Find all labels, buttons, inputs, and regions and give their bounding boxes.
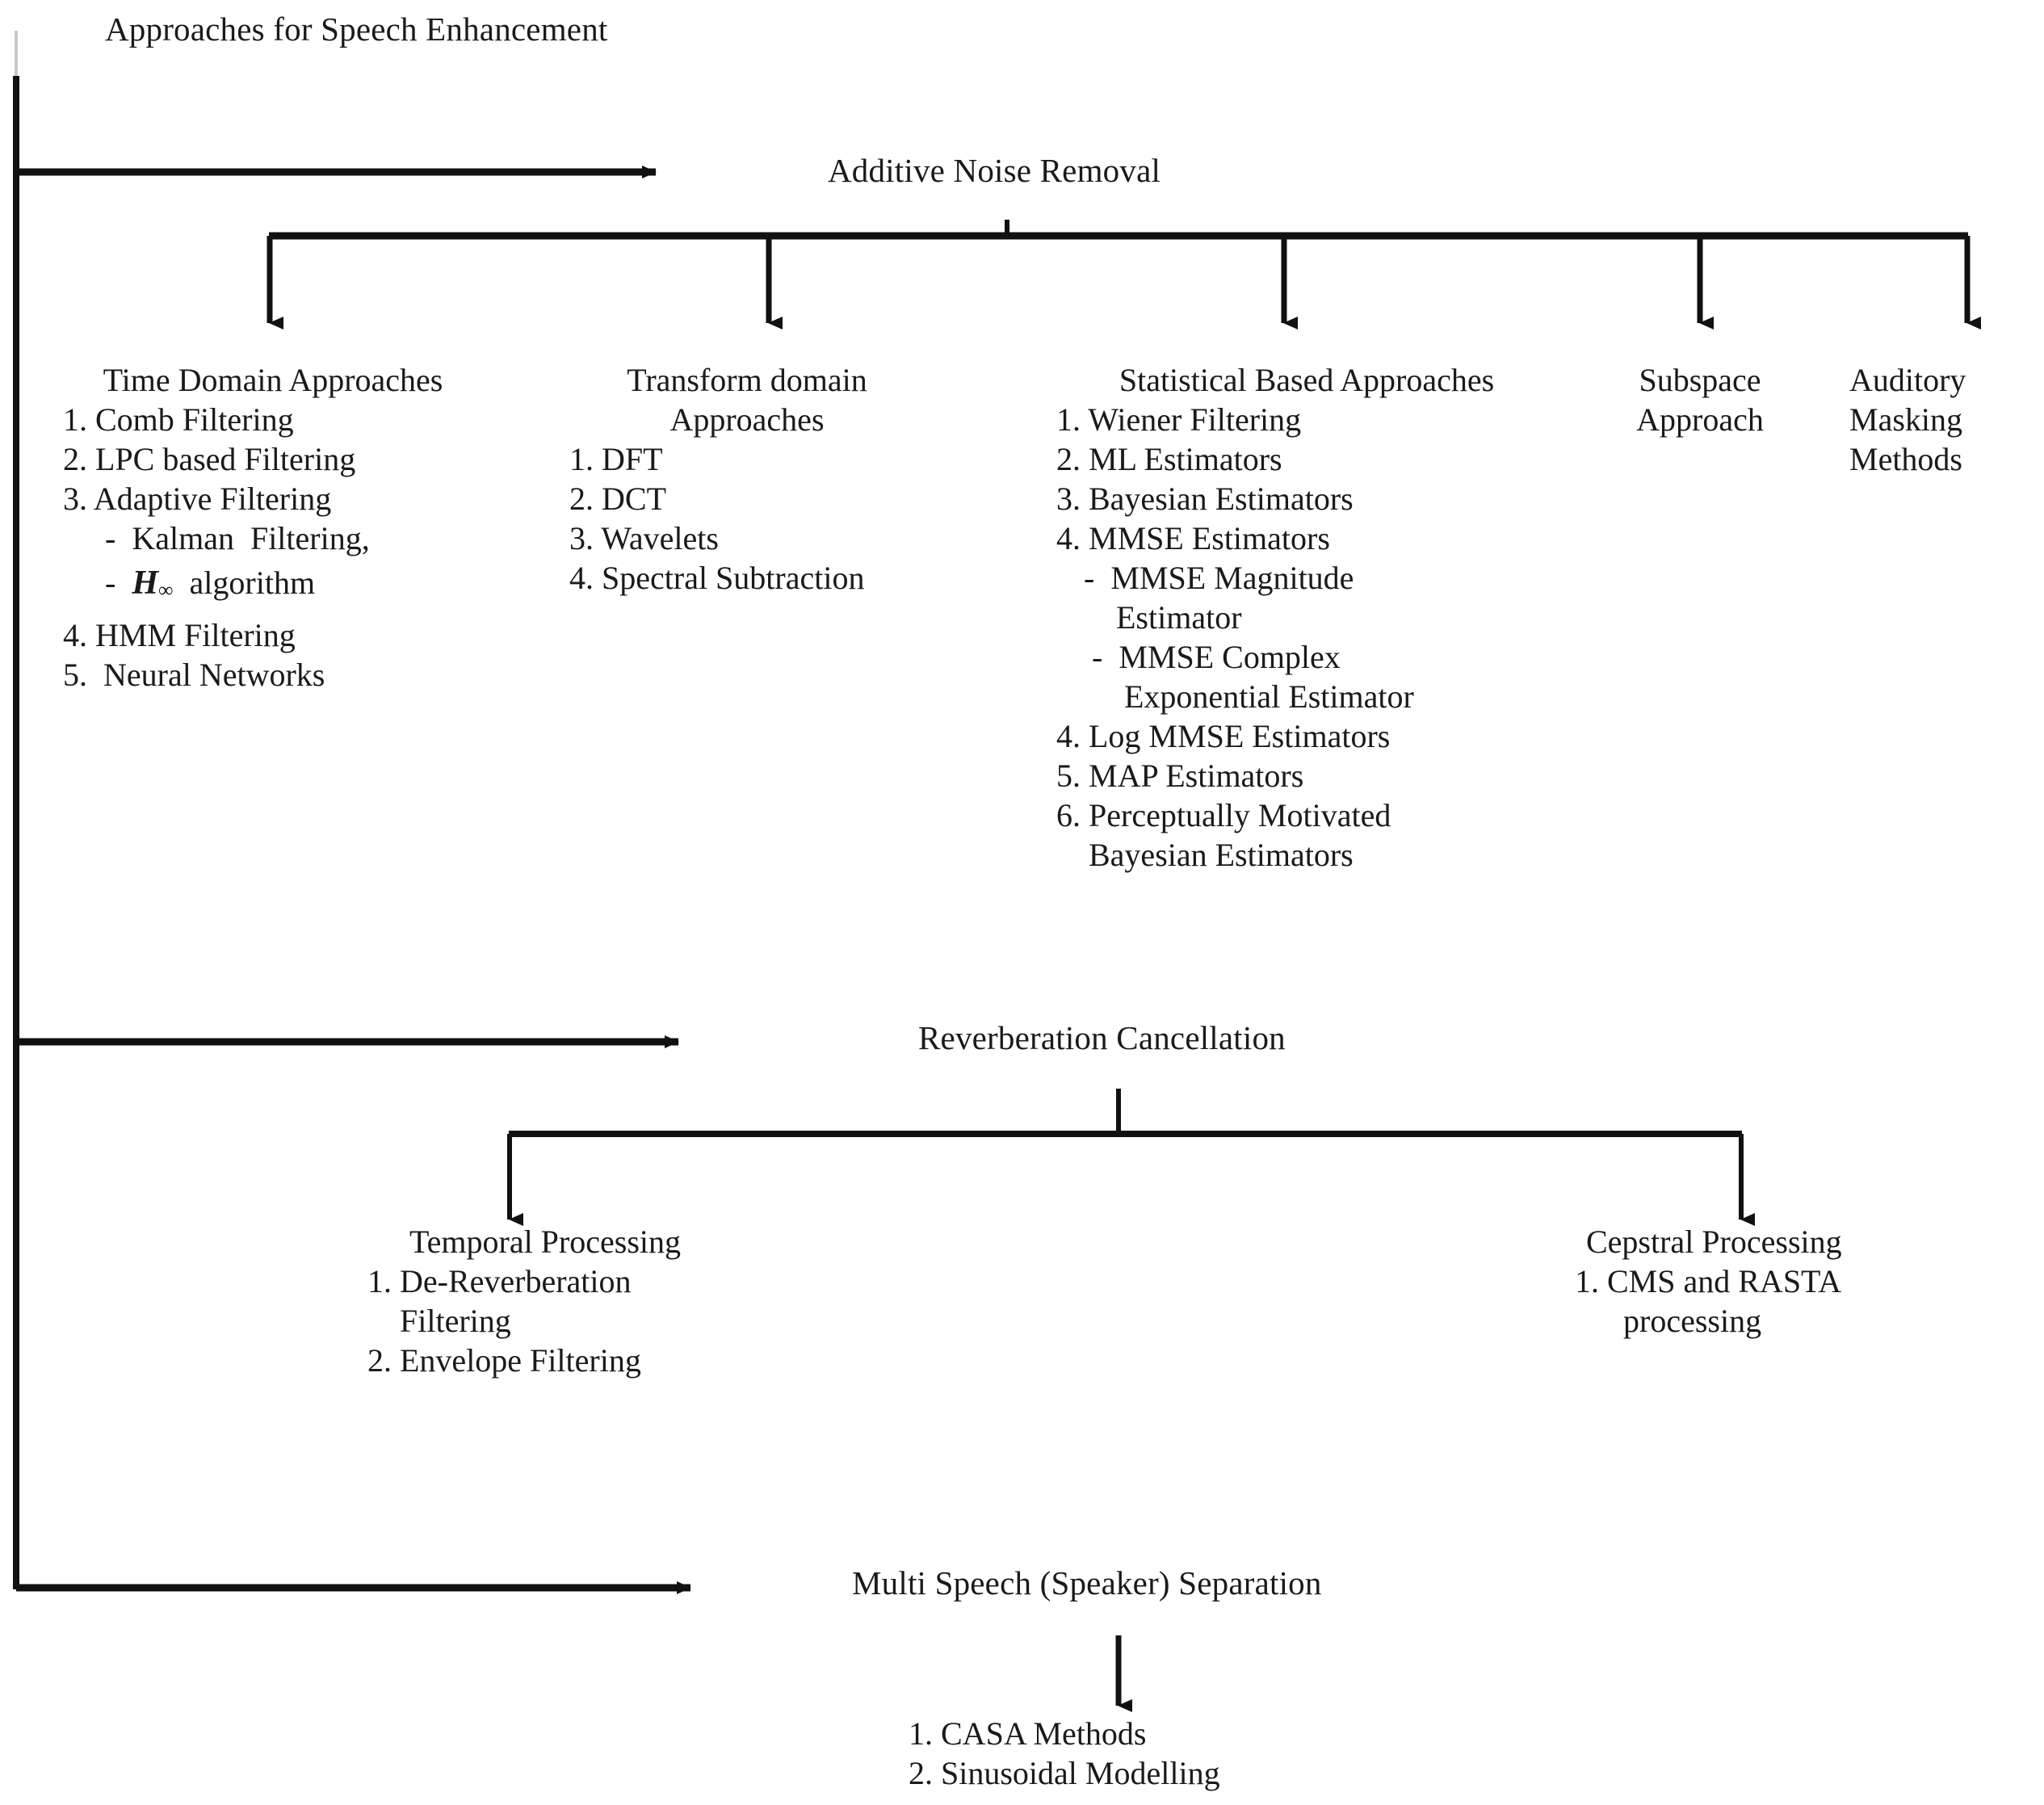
heading-transform-domain-line1: Transform domain [627, 362, 867, 398]
list-item: 1. DFT [569, 441, 663, 477]
list-item: Filtering [367, 1303, 511, 1339]
sub-item: Exponential Estimator [1084, 678, 1414, 715]
list-item: 4. Log MMSE Estimators [1056, 718, 1391, 754]
group-statistical-based-approaches: Statistical Based Approaches 1. Wiener F… [1056, 360, 1557, 875]
list-item: 2. Envelope Filtering [367, 1342, 641, 1379]
list-item: 1. De-Reverberation [367, 1263, 632, 1299]
node-multi-speech-separation: Multi Speech (Speaker) Separation [852, 1564, 1322, 1601]
list-item: 1. Wiener Filtering [1056, 401, 1302, 438]
group-subspace-approach: Subspace Approach [1579, 360, 1821, 439]
list-item: 5. Neural Networks [63, 657, 325, 693]
list-item: 1. CASA Methods [909, 1715, 1147, 1752]
list-item: 2. ML Estimators [1056, 441, 1282, 477]
sub-item: Estimator [1084, 599, 1242, 636]
list-item: 1. CMS and RASTA [1575, 1263, 1842, 1299]
group-multi-speech-methods: 1. CASA Methods 2. Sinusoidal Modelling [909, 1714, 1328, 1793]
list-item: 3. Wavelets [569, 520, 719, 556]
heading-cepstral-processing: Cepstral Processing [1586, 1224, 1842, 1260]
h-infinity-symbol: H∞ [132, 565, 174, 602]
sub-item: - Kalman Filtering, [105, 520, 370, 556]
sub-item-h-infinity: - H∞ algorithm [105, 565, 316, 602]
list-item: processing [1575, 1303, 1762, 1339]
group-time-domain-approaches: Time Domain Approaches 1. Comb Filtering… [63, 360, 483, 695]
heading-statistical-based: Statistical Based Approaches [1119, 362, 1495, 398]
page-title: Approaches for Speech Enhancement [105, 10, 608, 48]
list-item: 2. DCT [569, 481, 666, 517]
list-item: 2. LPC based Filtering [63, 441, 356, 477]
heading-auditory-line1: Auditory [1849, 362, 1966, 398]
heading-auditory-line3: Methods [1849, 441, 1962, 477]
list-item: 3. Adaptive Filtering [63, 481, 332, 517]
sub-item: - MMSE Magnitude [1084, 560, 1354, 596]
group-temporal-processing: Temporal Processing 1. De-Reverberation … [367, 1222, 723, 1380]
group-transform-domain-approaches: Transform domain Approaches 1. DFT 2. DC… [569, 360, 925, 598]
heading-subspace-line1: Subspace [1639, 362, 1761, 398]
group-cepstral-processing: Cepstral Processing 1. CMS and RASTA pro… [1575, 1222, 1930, 1341]
list-item: 6. Perceptually Motivated [1056, 797, 1391, 833]
list-item: 4. HMM Filtering [63, 617, 296, 653]
sub-item: - MMSE Complex [1084, 639, 1341, 675]
list-item: 3. Bayesian Estimators [1056, 481, 1354, 517]
heading-auditory-line2: Masking [1849, 401, 1962, 438]
list-item: Bayesian Estimators [1056, 837, 1354, 873]
list-item: 2. Sinusoidal Modelling [909, 1755, 1220, 1791]
heading-transform-domain-line2: Approaches [669, 401, 825, 438]
group-auditory-masking-methods: Auditory Masking Methods [1849, 360, 2044, 479]
list-item: 4. Spectral Subtraction [569, 560, 865, 596]
list-item: 5. MAP Estimators [1056, 758, 1304, 794]
node-reverberation-cancellation: Reverberation Cancellation [918, 1019, 1286, 1056]
heading-temporal-processing: Temporal Processing [409, 1224, 681, 1260]
node-additive-noise-removal: Additive Noise Removal [828, 152, 1161, 189]
heading-subspace-line2: Approach [1636, 401, 1764, 438]
list-item: 4. MMSE Estimators [1056, 520, 1330, 556]
heading-time-domain: Time Domain Approaches [103, 362, 443, 398]
list-item: 1. Comb Filtering [63, 401, 294, 438]
